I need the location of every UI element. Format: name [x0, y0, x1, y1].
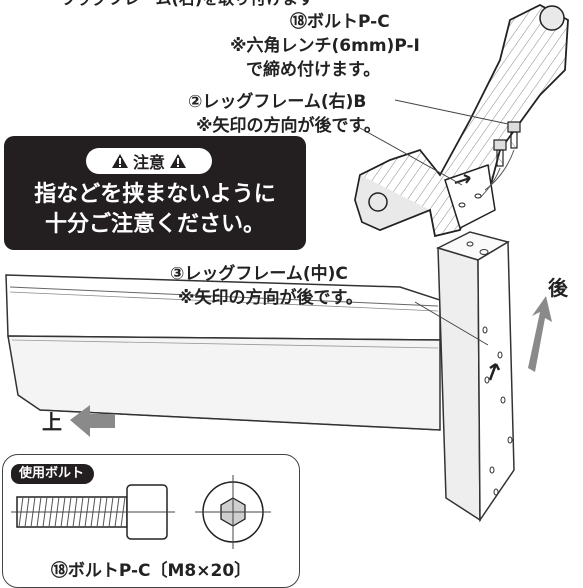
bolt-pair [479, 121, 521, 199]
horizontal-frame [5, 274, 441, 431]
back-direction-label: 後 [548, 276, 568, 300]
wrench-note-label: ※六角レンチ(6mm)P-I [230, 36, 420, 56]
bolt-tag: 使用ボルト [11, 464, 95, 484]
back-arrow [528, 296, 552, 372]
leg-mid-label: ③レッグフレーム(中)C [170, 264, 348, 284]
up-arrow [70, 405, 115, 437]
warning-icon [170, 154, 186, 168]
bolt-pc-label: ⑱ボルトP-C [290, 12, 390, 32]
warning-icon [111, 154, 128, 168]
leg-frame-right [354, 3, 569, 238]
caution-line-2: 十分ご注意ください。 [44, 212, 265, 237]
bolt-detail-panel: 使用ボルト ⑱ボルトP-C〔M8×20〕 [2, 454, 300, 588]
leg-right-label: ②レッグフレーム(右)B [188, 92, 367, 112]
leg-right-arrow-note: ※矢印の方向が後です。 [196, 116, 381, 136]
caution-line-1: 指などを挟まないように [34, 182, 276, 207]
up-direction-label: 上 [42, 410, 62, 434]
leader-lines [359, 99, 509, 346]
vertical-post [435, 231, 515, 523]
caution-title-pill: 注意 [86, 148, 212, 174]
bolt-drawing [11, 475, 271, 549]
caution-box: 注意 指などを挟まないように 十分ご注意ください。 [4, 136, 306, 250]
leg-mid-arrow-note: ※矢印の方向が後です。 [178, 288, 363, 308]
caution-title: 注意 [132, 153, 165, 172]
header-fragment: ワッグフレーム(右)を取り付けます [60, 0, 314, 9]
tighten-note-label: で締め付けます。 [246, 60, 381, 80]
bolt-caption: ⑱ボルトP-C〔M8×20〕 [50, 561, 252, 581]
